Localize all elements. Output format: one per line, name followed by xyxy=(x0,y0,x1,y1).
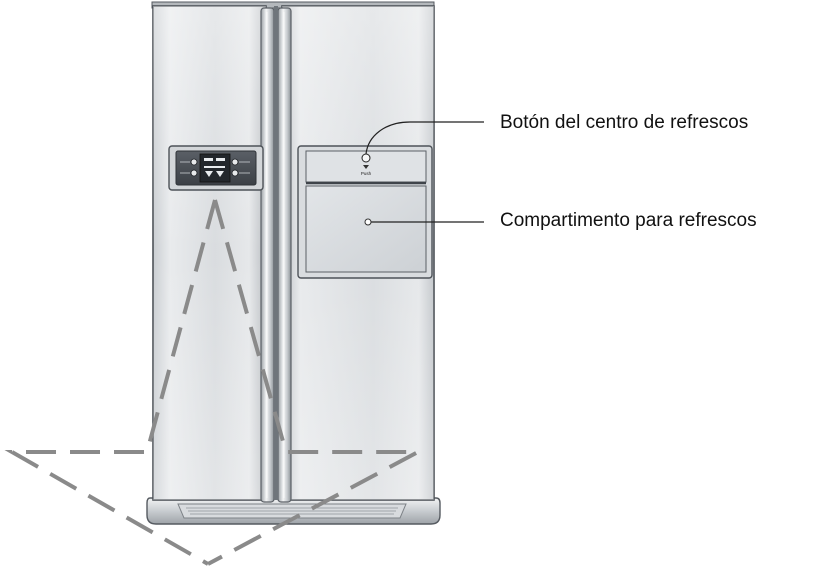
refreshment-center: Push xyxy=(297,145,433,279)
refresh-center-push-button[interactable] xyxy=(361,153,371,163)
panel-button-tl[interactable] xyxy=(190,158,198,166)
panel-button-bl[interactable] xyxy=(190,169,198,177)
callout-refresh-compartment: Compartimento para refrescos xyxy=(500,210,757,231)
control-display-panel xyxy=(168,145,264,191)
base-kickplate xyxy=(146,497,441,525)
refreshment-compartment[interactable] xyxy=(305,185,427,273)
leader-line-refresh-button xyxy=(365,121,484,155)
push-button-text: Push xyxy=(361,171,372,176)
compartment-marker-dot xyxy=(364,218,372,226)
panel-button-tr[interactable] xyxy=(231,158,239,166)
door-gap xyxy=(274,6,278,500)
push-arrow-icon xyxy=(363,165,369,169)
callout-refresh-center-button: Botón del centro de refrescos xyxy=(500,112,749,133)
dashed-angle-lines xyxy=(4,199,419,566)
left-door-handle xyxy=(260,7,275,503)
left-door xyxy=(152,5,267,501)
panel-button-br[interactable] xyxy=(231,169,239,177)
